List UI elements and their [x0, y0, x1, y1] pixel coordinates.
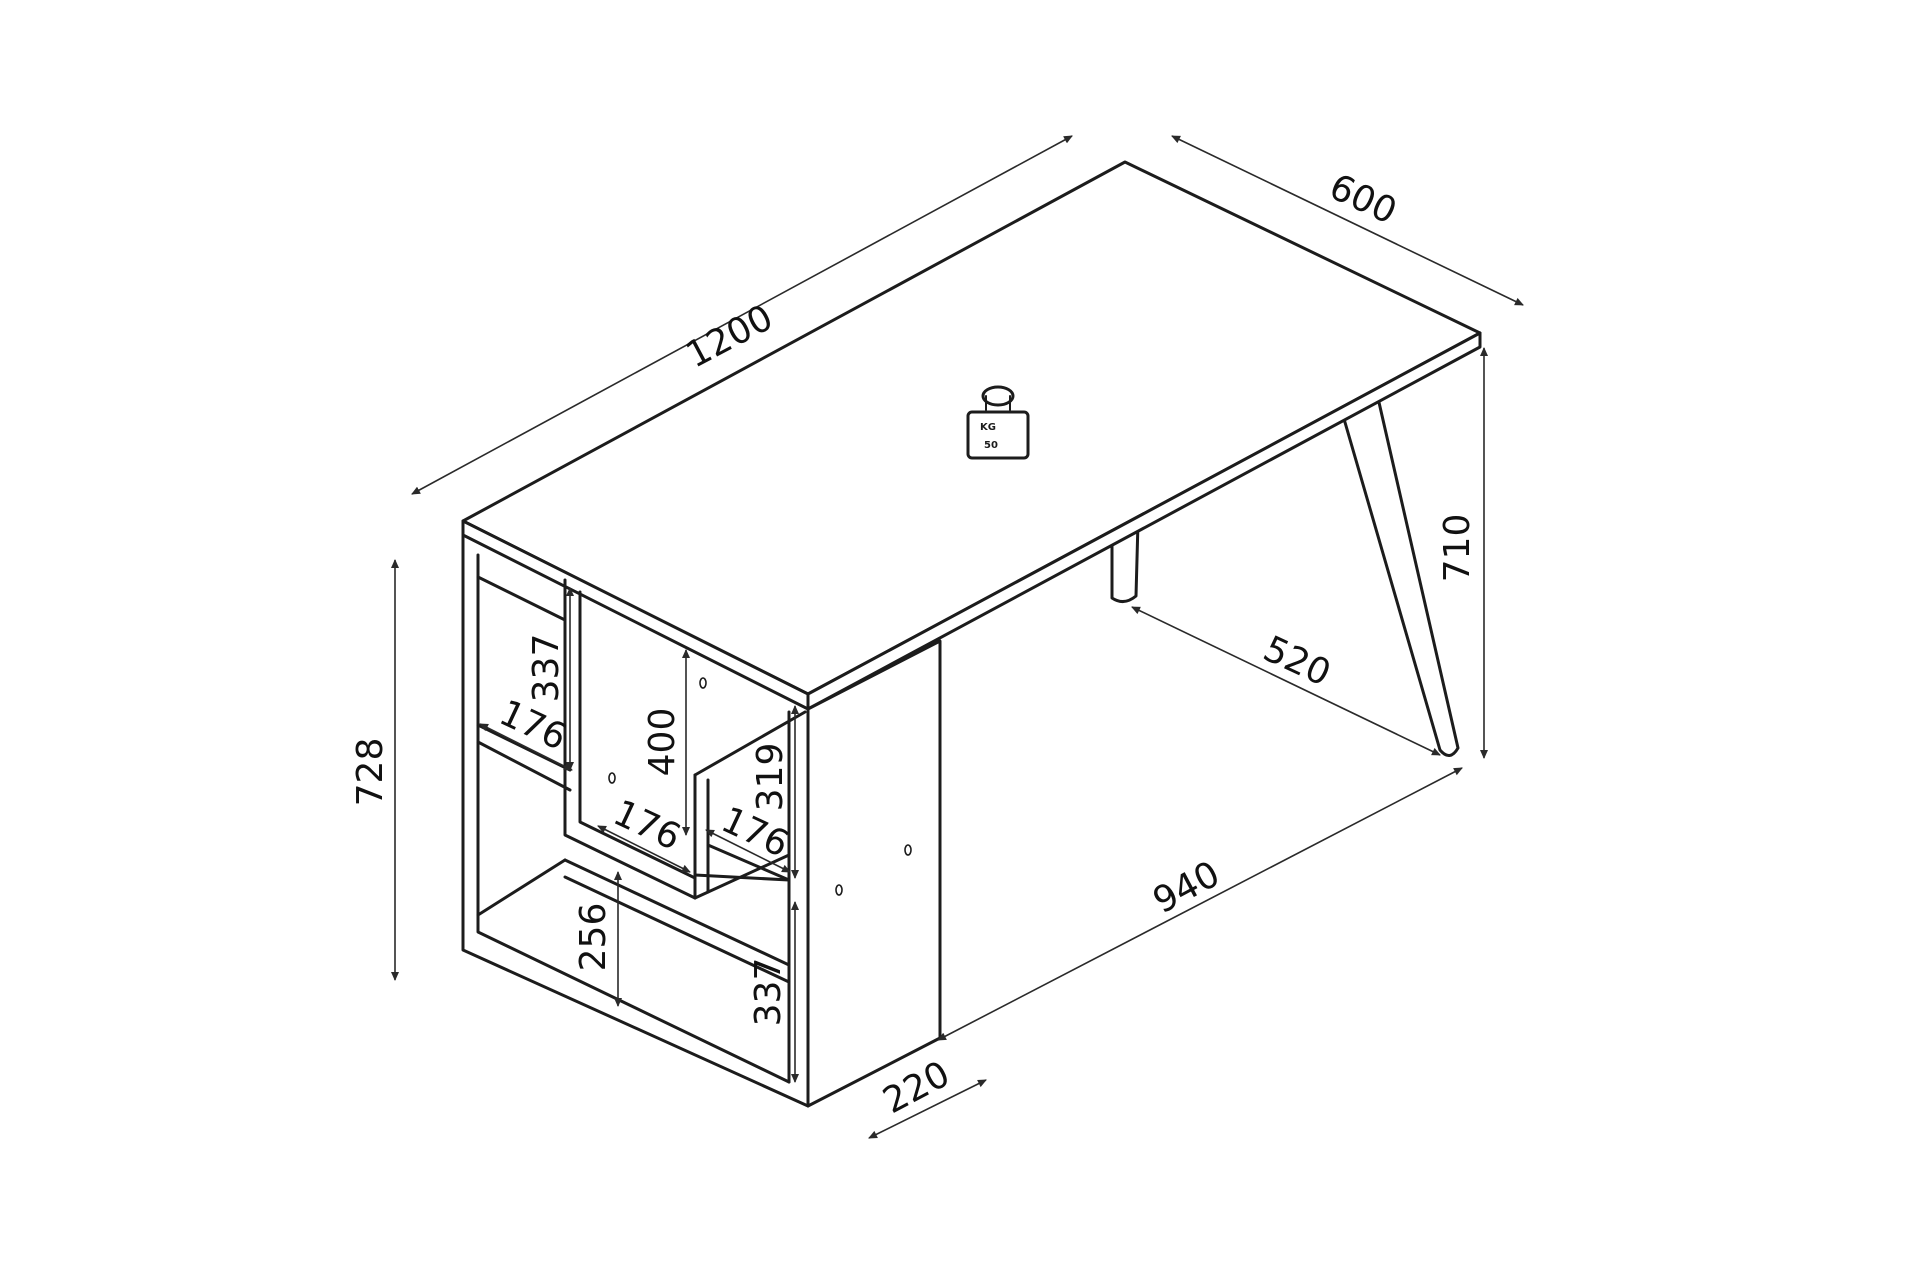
- dim-label-inner-shelf-height: 400: [642, 708, 683, 777]
- dim-label-leg-height: 710: [1437, 514, 1478, 583]
- dim-label-lower-middle-height: 256: [573, 903, 614, 972]
- svg-text:50: 50: [984, 440, 998, 451]
- dim-label-leg-spacing: 520: [1257, 628, 1337, 694]
- dim-label-lower-right-height: 337: [748, 958, 789, 1027]
- dim-label-total-height: 728: [350, 738, 391, 807]
- dim-label-right-shelf-height: 319: [750, 743, 791, 812]
- shelf-unit: [461, 533, 942, 1108]
- dim-label-upper-shelf-height: 337: [526, 634, 567, 703]
- dim-label-shelf-width-2: 176: [607, 792, 687, 858]
- dimension-lines: [391, 135, 1524, 1139]
- dim-label-top-depth: 600: [1323, 166, 1403, 232]
- svg-text:KG: KG: [980, 422, 996, 433]
